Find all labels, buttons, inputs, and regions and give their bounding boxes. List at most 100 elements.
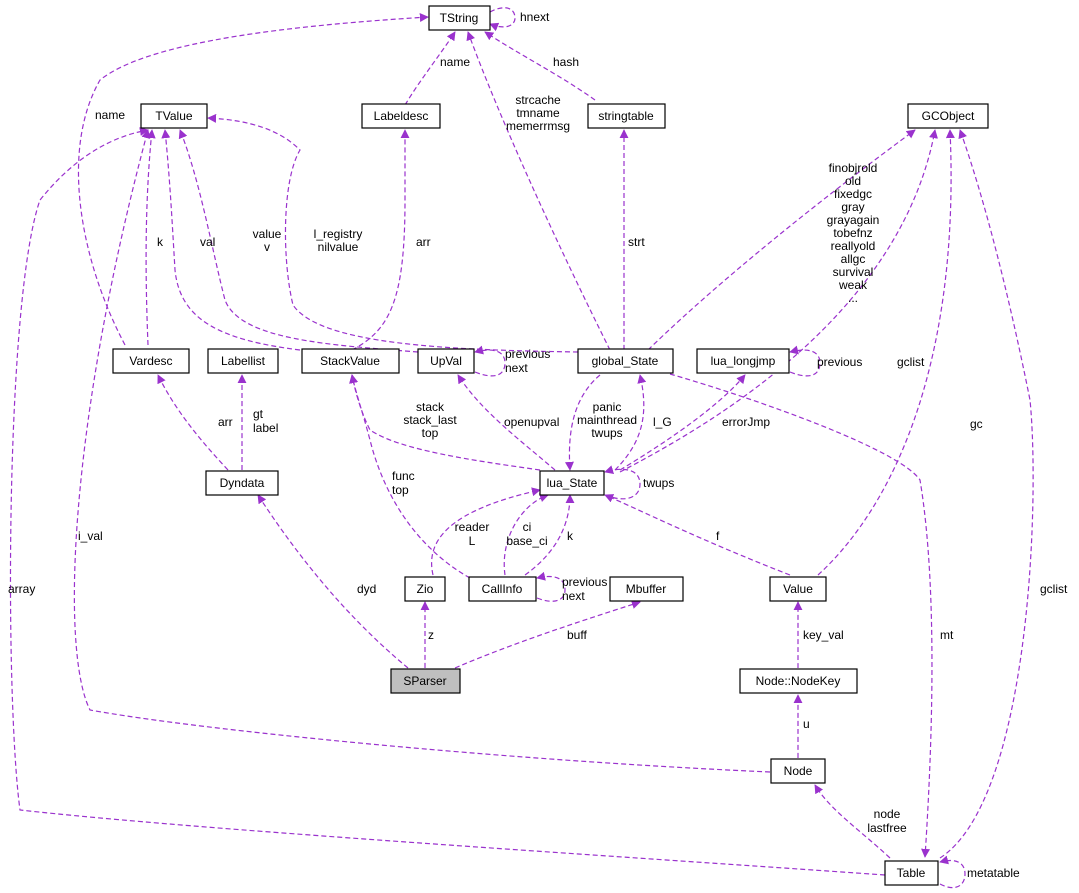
edge-luastate-gclist — [619, 129, 938, 473]
edge-vardesc-k — [145, 129, 156, 346]
edge-callinfo-self — [536, 571, 566, 602]
label-lg: l_G — [653, 415, 672, 429]
label-line: l_registry — [314, 227, 363, 241]
node-labellist[interactable]: Labellist — [207, 348, 279, 374]
node-vardesc[interactable]: Vardesc — [112, 348, 190, 374]
svg-text:UpVal: UpVal — [430, 354, 462, 368]
svg-text:CallInfo: CallInfo — [482, 582, 523, 596]
svg-text:TString: TString — [440, 11, 479, 25]
svg-text:lua_longjmp: lua_longjmp — [711, 354, 776, 368]
node-stringtable[interactable]: stringtable — [587, 103, 666, 129]
node-stackvalue[interactable]: StackValue — [301, 348, 400, 374]
label-k: k — [157, 235, 164, 249]
label-arr-dyndata: arr — [218, 415, 233, 429]
label-longjmp-previous: previous — [817, 355, 862, 369]
label-line: L — [469, 534, 476, 548]
node-nodekey[interactable]: Node::NodeKey — [739, 668, 858, 694]
label-line: stack — [416, 400, 445, 414]
node-tvalue[interactable]: TValue — [140, 103, 208, 129]
label-line: weak — [838, 278, 868, 292]
label-line: next — [505, 361, 528, 375]
label-errorjmp: errorJmp — [722, 415, 770, 429]
label-line: nilvalue — [318, 240, 359, 254]
edge-global-mt — [669, 373, 933, 858]
node-value[interactable]: Value — [769, 576, 827, 602]
label-hnext: hnext — [520, 10, 550, 24]
node-mbuffer[interactable]: Mbuffer — [609, 576, 684, 602]
label-line: label — [253, 421, 278, 435]
svg-text:Labellist: Labellist — [221, 354, 266, 368]
edge-callinfo-ci — [503, 493, 549, 576]
label-line: top — [422, 426, 439, 440]
edge-luastate-errorjmp — [619, 374, 746, 471]
label-gc: gc — [970, 417, 983, 431]
svg-text:GCObject: GCObject — [922, 109, 975, 123]
label-line: func — [392, 469, 415, 483]
node-upval[interactable]: UpVal — [417, 348, 475, 374]
node-dyndata[interactable]: Dyndata — [205, 470, 279, 496]
svg-text:SParser: SParser — [403, 674, 446, 688]
edge-value-gc — [817, 129, 955, 576]
label-metatable: metatable — [967, 866, 1020, 880]
label-line: previous — [562, 575, 607, 589]
node-zio[interactable]: Zio — [404, 576, 446, 602]
edge-table-node — [814, 784, 891, 859]
node-labeldesc[interactable]: Labeldesc — [361, 103, 441, 129]
node-sparser[interactable]: SParser — [390, 668, 461, 694]
label-hash: hash — [553, 55, 579, 69]
node-callinfo[interactable]: CallInfo — [468, 576, 537, 602]
svg-text:Dyndata: Dyndata — [220, 476, 265, 490]
node-tstring[interactable]: TString — [428, 5, 491, 31]
edge-stringtable-hash — [484, 31, 596, 101]
edge-longjmp-self — [789, 345, 821, 377]
label-k-ci: k — [567, 529, 574, 543]
node-node[interactable]: Node — [770, 758, 826, 784]
svg-text:Table: Table — [897, 866, 926, 880]
edge-callinfo-functop — [349, 374, 471, 579]
edge-vardesc-name — [77, 13, 429, 346]
label-line: ci — [523, 520, 532, 534]
label-line: node — [874, 807, 901, 821]
edge-luastate-lg — [614, 374, 647, 471]
label-dyd: dyd — [357, 582, 376, 596]
edge-luastate-twups — [604, 465, 641, 500]
edge-stackvalue-arr — [351, 129, 410, 351]
edge-labeldesc-name — [404, 31, 456, 106]
label-z: z — [428, 628, 434, 642]
label-line: lastfree — [867, 821, 907, 835]
node-gcobject[interactable]: GCObject — [907, 103, 989, 129]
label-line: panic — [593, 400, 622, 414]
label-mt: mt — [940, 628, 954, 642]
label-name-vardesc: name — [95, 108, 125, 122]
svg-text:stringtable: stringtable — [598, 109, 654, 123]
node-table[interactable]: Table — [884, 860, 939, 886]
label-line: base_ci — [506, 534, 547, 548]
label-line: grayagain — [827, 213, 880, 227]
edge-global-gcobject — [647, 129, 916, 351]
node-global-state[interactable]: global_State — [577, 348, 674, 374]
edge-zio-reader — [431, 487, 541, 576]
node-lua-state[interactable]: lua_State — [539, 470, 605, 496]
node-lua-longjmp[interactable]: lua_longjmp — [696, 348, 790, 374]
label-line: reader — [455, 520, 490, 534]
label-line: mainthread — [577, 413, 637, 427]
edge-table-array — [9, 126, 886, 876]
label-array: array — [8, 582, 35, 596]
label-keyval: key_val — [803, 628, 844, 642]
edge-global-strcache — [466, 31, 611, 351]
label-line: strcache — [515, 93, 561, 107]
label-name: name — [440, 55, 470, 69]
